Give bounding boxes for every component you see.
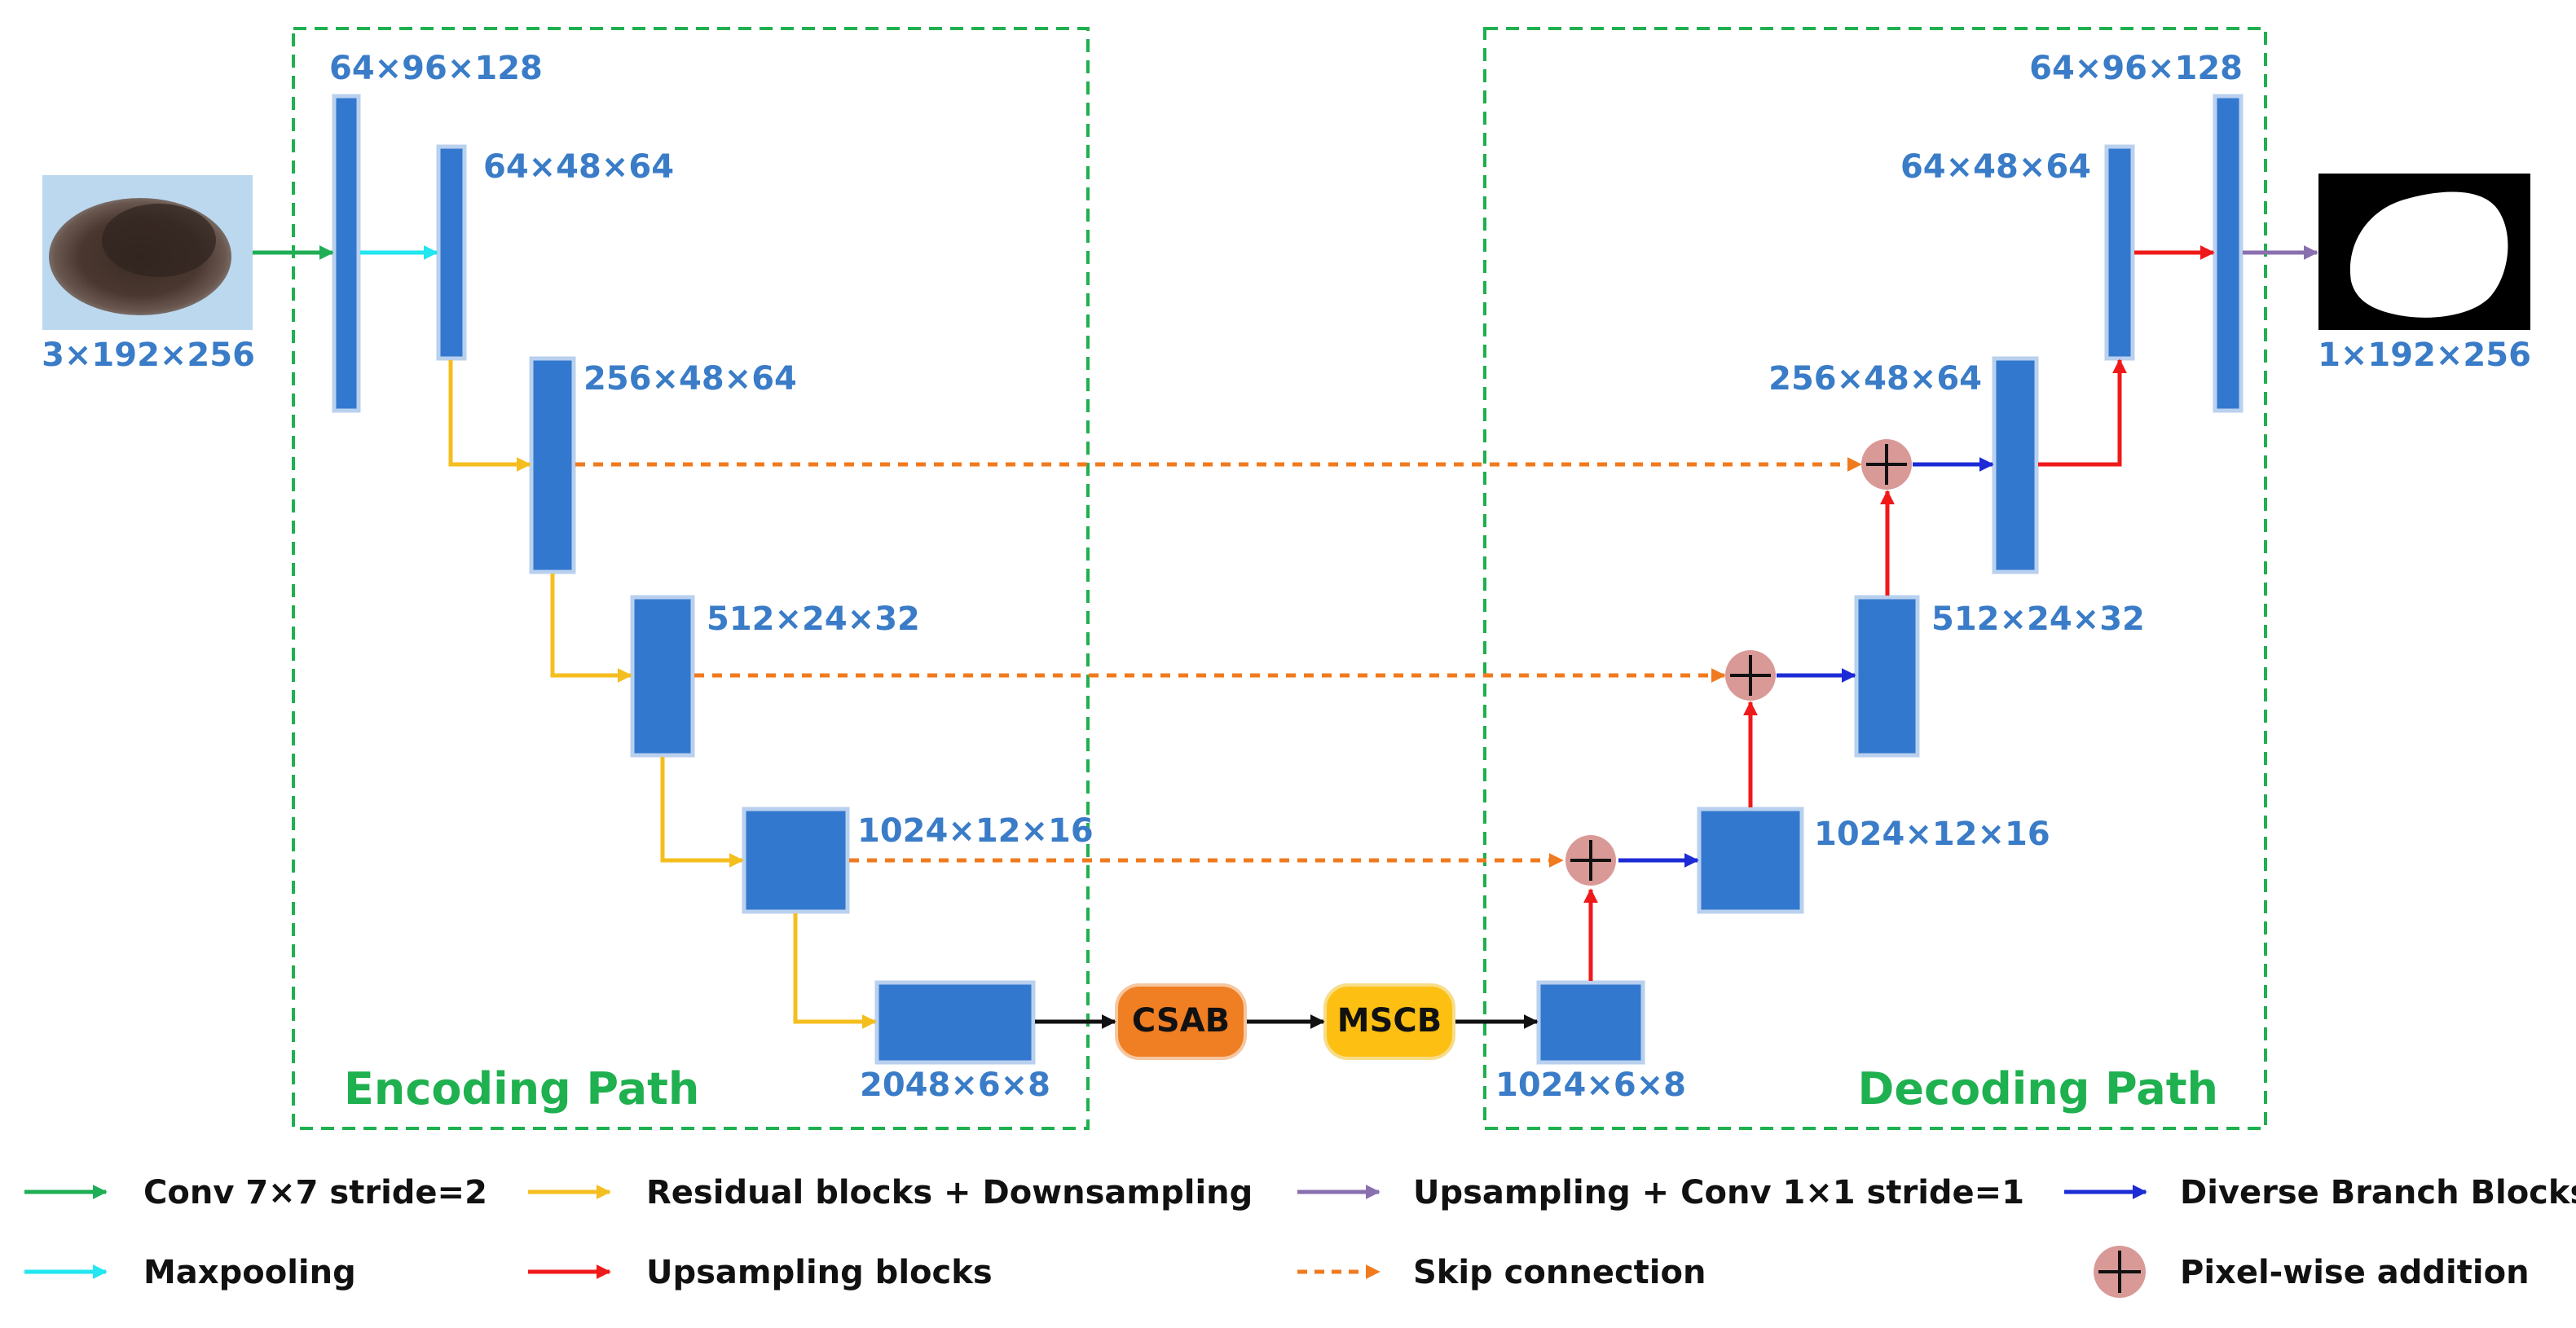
legend-label-maxpool: Maxpooling xyxy=(143,1254,356,1291)
encoder-block-3 xyxy=(529,356,576,574)
legend-label-residual: Residual blocks + Downsampling xyxy=(646,1174,1253,1211)
pixel-add-node-2 xyxy=(1725,650,1776,701)
legend-label-pixel-add: Pixel-wise addition xyxy=(2180,1254,2530,1291)
residual-arrow-3 xyxy=(660,757,744,868)
csab-label: CSAB xyxy=(1132,1002,1230,1040)
bottleneck-block xyxy=(1536,980,1645,1065)
residual-arrow-2 xyxy=(550,574,632,683)
pixel-add-node-3 xyxy=(1565,835,1616,886)
legend-swatch-pixel-add xyxy=(2094,1246,2146,1298)
encoding-path-label: Encoding Path xyxy=(344,1063,699,1115)
legend-label-conv7: Conv 7×7 stride=2 xyxy=(143,1174,487,1211)
decoder-block-4 xyxy=(2104,144,2135,361)
encoding-path-box xyxy=(292,27,1090,1130)
decoder-dim-1: 1024×12×16 xyxy=(1814,816,2050,853)
residual-arrow-4 xyxy=(793,913,877,1029)
decoder-block-5 xyxy=(2213,94,2244,413)
mscb-module: MSCB xyxy=(1323,983,1455,1060)
pixel-add-node-1 xyxy=(1861,439,1912,490)
decoder-dim-3: 256×48×64 xyxy=(1768,360,1982,398)
decoder-dim-2: 512×24×32 xyxy=(1931,600,2145,638)
decoder-dim-5: 64×96×128 xyxy=(2029,50,2243,87)
bottleneck-dims: 1024×6×8 xyxy=(1495,1066,1686,1104)
input-image xyxy=(42,175,253,330)
encoder-dim-1: 64×96×128 xyxy=(329,50,543,87)
residual-arrow-1 xyxy=(448,360,531,472)
legend-label-upsample: Upsampling blocks xyxy=(646,1254,993,1291)
decoder-block-1 xyxy=(1697,807,1804,914)
legend-label-skip: Skip connection xyxy=(1413,1254,1706,1291)
encoder-block-4 xyxy=(630,595,695,758)
output-mask xyxy=(2318,174,2530,330)
encoder-dim-3: 256×48×64 xyxy=(583,360,797,398)
mscb-label: MSCB xyxy=(1337,1002,1442,1040)
encoder-dim-4: 512×24×32 xyxy=(707,600,920,638)
encoder-dim-6: 2048×6×8 xyxy=(860,1066,1050,1104)
decoder-dim-4: 64×48×64 xyxy=(1900,148,2091,186)
encoder-block-5 xyxy=(742,807,850,914)
legend-label-dbb: Diverse Branch Blocks xyxy=(2180,1174,2576,1211)
upsample-arrow-4 xyxy=(2038,358,2127,467)
encoder-block-2 xyxy=(436,144,467,361)
output-dims: 1×192×256 xyxy=(2318,336,2531,374)
encoder-block-1 xyxy=(332,94,361,413)
encoder-block-6 xyxy=(874,980,1036,1065)
decoder-block-3 xyxy=(1992,356,2039,574)
input-dims: 3×192×256 xyxy=(42,336,255,374)
encoder-dim-5: 1024×12×16 xyxy=(857,812,1094,850)
decoder-block-2 xyxy=(1854,595,1920,758)
encoder-dim-2: 64×48×64 xyxy=(483,148,674,186)
legend: Conv 7×7 stride=2 Residual blocks + Down… xyxy=(24,1174,2576,1298)
csab-module: CSAB xyxy=(1115,983,1247,1060)
legend-label-upsample-conv1: Upsampling + Conv 1×1 stride=1 xyxy=(1413,1174,2024,1211)
decoding-path-label: Decoding Path xyxy=(1858,1063,2218,1115)
decoding-path-box xyxy=(1483,27,2267,1130)
